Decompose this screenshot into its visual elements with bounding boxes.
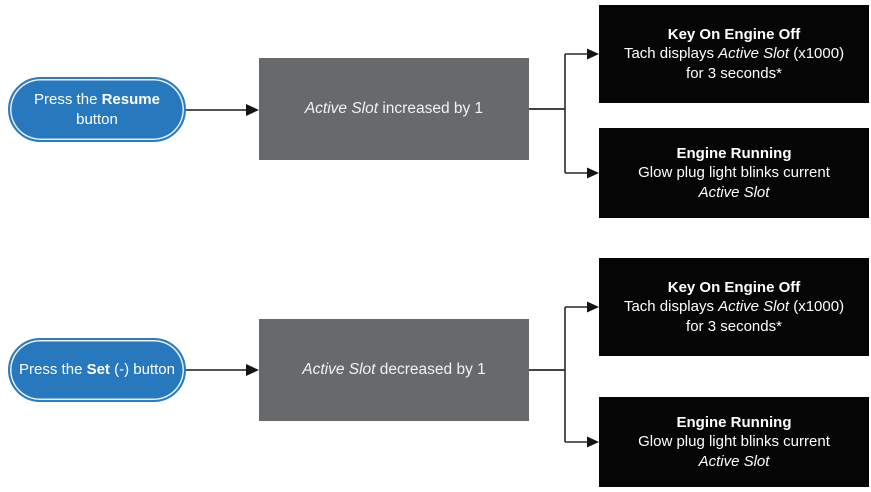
action-decrease-label: Active Slot decreased by 1 [302, 361, 486, 379]
trigger-resume-text-post: button [76, 110, 118, 128]
outcome-title: Engine Running [676, 144, 792, 162]
outcome-body-line1: Tach displays Active Slot (x1000) [624, 44, 844, 64]
outcome-node-engine-running-2: Engine Running Glow plug light blinks cu… [599, 397, 869, 487]
outcome-body-italic: Active Slot [718, 45, 790, 63]
outcome-title: Key On Engine Off [667, 25, 801, 43]
outcome-node-key-on-2: Key On Engine Off Tach displays Active S… [599, 258, 869, 356]
trigger-set-text-post: (-) button [109, 361, 175, 378]
action-decrease-rest: decreased by 1 [375, 361, 486, 378]
action-increase-label: Active Slot increased by 1 [305, 100, 483, 118]
outcome-body-line1: Glow plug light blinks current [638, 164, 830, 182]
outcome-body-italic: Active Slot [698, 183, 770, 201]
outcome-body-italic: Active Slot [718, 298, 790, 316]
trigger-set-text-bold: Set [86, 361, 110, 378]
outcome-body-post: (x1000) [789, 45, 845, 63]
action-decrease-italic: Active Slot [302, 361, 376, 378]
outcome-body-italic: Active Slot [698, 452, 770, 470]
connector-set-to-decrease [186, 364, 259, 376]
trigger-resume-label: Press the Resume button [34, 90, 160, 130]
action-node-increase: Active Slot increased by 1 [259, 58, 529, 160]
outcome-body-pre: Tach displays [623, 45, 719, 63]
trigger-node-set: Press the Set (-) button [8, 338, 186, 402]
action-increase-italic: Active Slot [304, 100, 379, 117]
outcome-body-line2: for 3 seconds* [686, 317, 782, 335]
connector-decrease-branch [529, 301, 599, 448]
outcome-body-line1: Tach displays Active Slot (x1000) [624, 297, 844, 317]
outcome-body-line2: Active Slot [699, 183, 770, 203]
outcome-body-line1: Glow plug light blinks current [638, 433, 830, 451]
outcome-body-post: (x1000) [789, 298, 845, 316]
outcome-title: Key On Engine Off [667, 278, 801, 296]
outcome-body-pre: Tach displays [623, 298, 719, 316]
trigger-set-text-pre: Press the [19, 361, 87, 378]
action-node-decrease: Active Slot decreased by 1 [259, 319, 529, 421]
outcome-node-key-on-1: Key On Engine Off Tach displays Active S… [599, 5, 869, 103]
connector-increase-branch [529, 48, 599, 179]
outcome-title: Engine Running [676, 413, 792, 431]
trigger-node-resume: Press the Resume button [8, 77, 186, 142]
trigger-resume-text-bold: Resume [101, 90, 160, 108]
connector-resume-to-increase [186, 104, 259, 116]
trigger-set-label: Press the Set (-) button [19, 360, 175, 380]
outcome-body-line2: Active Slot [699, 452, 770, 472]
outcome-body-line2: for 3 seconds* [686, 64, 782, 82]
trigger-resume-text-pre: Press the [34, 90, 102, 108]
action-increase-rest: increased by 1 [378, 100, 484, 117]
outcome-node-engine-running-1: Engine Running Glow plug light blinks cu… [599, 128, 869, 218]
